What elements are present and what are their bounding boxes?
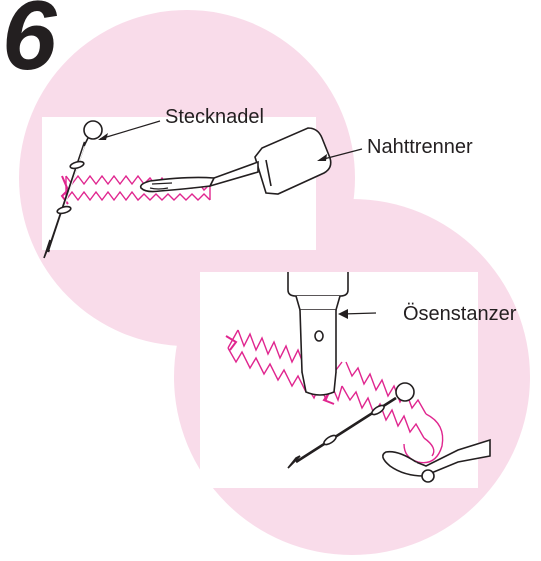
label-pin: Stecknadel: [165, 106, 264, 129]
label-eyelet-punch: Ösenstanzer: [403, 303, 516, 326]
label-seam-ripper: Nahttrenner: [367, 136, 473, 159]
step-number: 6: [2, 0, 57, 84]
